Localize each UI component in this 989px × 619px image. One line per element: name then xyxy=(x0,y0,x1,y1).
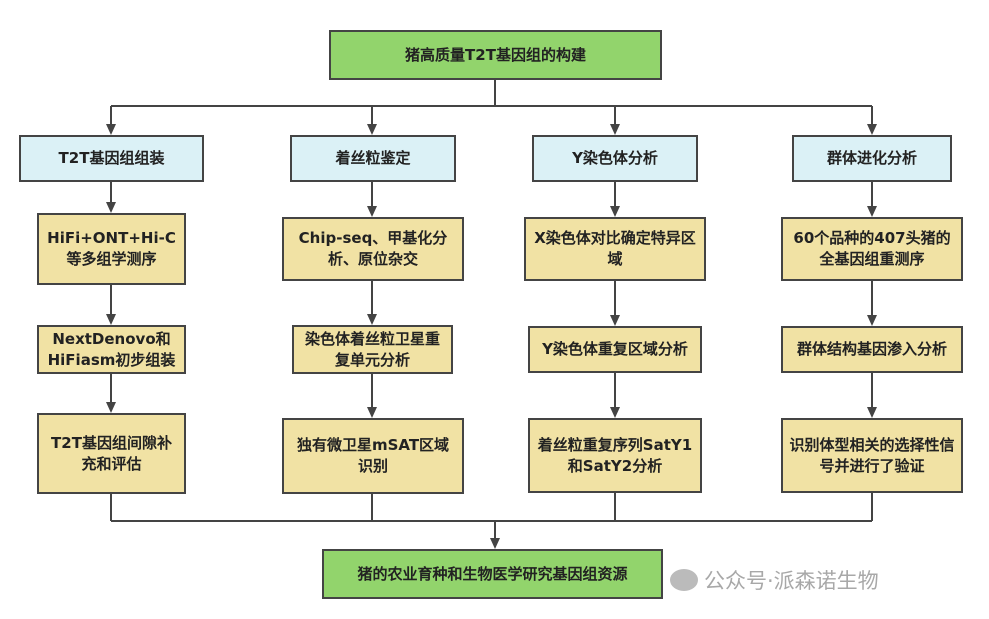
step-node: NextDenovo和HiFiasm初步组装 xyxy=(37,325,186,374)
watermark-text: 公众号·派森诺生物 xyxy=(704,569,879,593)
column-header-t2t-assembly: T2T基因组组装 xyxy=(19,135,204,182)
column-header-centromere: 着丝粒鉴定 xyxy=(290,135,456,182)
step-node: Y染色体重复区域分析 xyxy=(528,326,702,373)
watermark: 公众号·派森诺生物 xyxy=(670,565,879,595)
result-node: 猪的农业育种和生物医学研究基因组资源 xyxy=(322,549,663,599)
step-node: HiFi+ONT+Hi-C等多组学测序 xyxy=(37,213,186,285)
step-node: 60个品种的407头猪的全基因组重测序 xyxy=(781,217,963,281)
step-node: X染色体对比确定特异区域 xyxy=(524,217,706,281)
wechat-icon xyxy=(670,569,698,591)
step-node: 染色体着丝粒卫星重复单元分析 xyxy=(292,325,453,374)
step-node: 群体结构基因渗入分析 xyxy=(781,326,963,373)
step-node: T2T基因组间隙补充和评估 xyxy=(37,413,186,494)
step-node: 识别体型相关的选择性信号并进行了验证 xyxy=(781,418,963,493)
arrowheads xyxy=(106,124,877,549)
step-node: 着丝粒重复序列SatY1和SatY2分析 xyxy=(528,418,702,493)
step-node: Chip-seq、甲基化分析、原位杂交 xyxy=(282,217,464,281)
step-node: 独有微卫星mSAT区域识别 xyxy=(282,418,464,494)
column-header-y-chromosome: Y染色体分析 xyxy=(532,135,698,182)
column-header-population: 群体进化分析 xyxy=(792,135,952,182)
root-node: 猪高质量T2T基因组的构建 xyxy=(329,30,662,80)
